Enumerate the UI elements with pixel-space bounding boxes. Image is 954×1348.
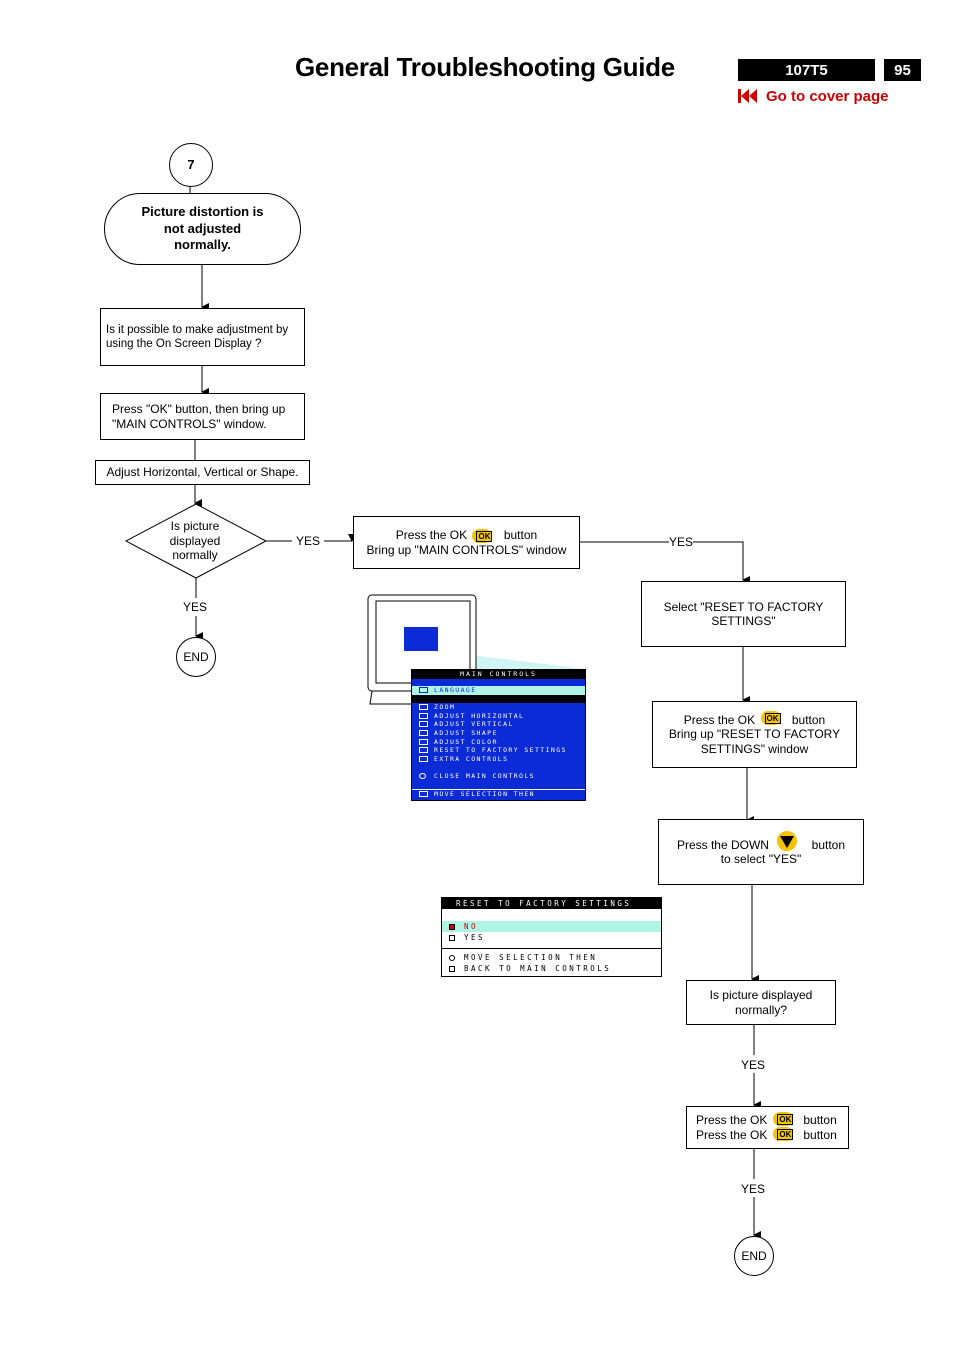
b2-line-2: SETTINGS" — [711, 614, 776, 628]
end-label-left: END — [183, 649, 209, 664]
skip-back-icon — [738, 89, 757, 103]
osd-question-line-1: Is it possible to make adjustment by — [106, 323, 289, 336]
page-title: General Troubleshooting Guide — [295, 52, 675, 82]
ok-button-icon: OK — [760, 710, 781, 725]
reset-osd-footer-2: BACK TO MAIN CONTROLS — [442, 963, 661, 974]
b2-line-1: Select "RESET TO FACTORY — [663, 599, 824, 614]
go-to-cover-link[interactable]: Go to cover page — [738, 86, 889, 106]
b5-line-2: normally? — [734, 1002, 787, 1017]
yes-label-down: YES — [183, 600, 208, 614]
reset-osd-item-no: NO — [442, 921, 661, 932]
decision-line-2: displayed — [169, 533, 221, 548]
yes-label-2: YES — [741, 1058, 766, 1072]
b3-line-3: SETTINGS" window — [700, 741, 809, 756]
osd-item-adjust-shape: ADJUST SHAPE — [412, 729, 585, 738]
down-arrow-button-icon — [777, 831, 798, 852]
osd-question-box: Is it possible to make adjustment by usin… — [100, 308, 305, 366]
b4-post: button — [811, 837, 846, 852]
reset-osd-item-yes: YES — [442, 932, 661, 943]
decision-diamond-shape — [124, 503, 268, 579]
b6-post-2: button — [803, 1127, 837, 1142]
start-line-1: Picture distortion is — [141, 204, 264, 220]
bring-up-reset-box: Press the OK OK button Bring up "RESET T… — [652, 701, 857, 768]
bring-up-main-controls-box: Press the OK OK button Bring up "MAIN CO… — [353, 516, 580, 569]
reset-osd-header: RESET TO FACTORY SETTINGS — [442, 898, 661, 909]
osd-item-close: CLOSE MAIN CONTROLS — [412, 772, 585, 781]
end-terminator-left: END — [176, 637, 216, 677]
b1-line-2: Bring up "MAIN CONTROLS" window — [366, 542, 567, 557]
press-ok-line-1: Press "OK" button, then bring up — [112, 402, 286, 416]
main-controls-osd: MAIN CONTROLS LANGUAGE ZOOM ADJUST HORIZ… — [411, 669, 586, 801]
b6-pre-2: Press the OK — [696, 1127, 768, 1142]
b3-pre: Press the OK — [683, 712, 756, 727]
osd-header: MAIN CONTROLS — [412, 670, 585, 679]
osd-item-language: LANGUAGE — [412, 686, 585, 695]
osd-item-blank — [412, 694, 585, 704]
end-label-right: END — [741, 1248, 767, 1263]
b4-line-2: to select "YES" — [720, 852, 802, 866]
osd-question-line-2: using the On Screen Display ? — [106, 338, 262, 350]
yes-label-1: YES — [669, 535, 694, 549]
adjust-text: Adjust Horizontal, Vertical or Shape. — [106, 465, 299, 480]
press-ok-line-2: "MAIN CONTROLS" window. — [112, 416, 267, 431]
osd-item-move-selection: MOVE SELECTION THEN — [412, 789, 585, 799]
b1-pre: Press the OK — [395, 527, 468, 542]
reset-osd-footer-1: MOVE SELECTION THEN — [442, 952, 661, 963]
osd-item-spacer — [412, 763, 585, 772]
osd-item-zoom: ZOOM — [412, 703, 585, 712]
b5-line-1: Is picture displayed — [709, 988, 813, 1002]
b3-line-2: Bring up "RESET TO FACTORY — [668, 727, 841, 742]
decision-line-1: Is picture — [170, 519, 220, 533]
b1-post: button — [503, 527, 538, 542]
press-down-box: Press the DOWN button to select "YES" — [658, 819, 864, 885]
ok-button-icon: OK — [773, 1111, 794, 1126]
start-line-3: normally. — [174, 237, 231, 253]
ok-button-icon: OK — [773, 1126, 794, 1141]
end-terminator-right: END — [734, 1236, 774, 1276]
step-number-circle: 7 — [169, 143, 213, 187]
b6-post-1: button — [803, 1112, 837, 1127]
press-ok-box: Press "OK" button, then bring up"MAIN CO… — [100, 393, 305, 440]
osd-item-extra-controls: EXTRA CONTROLS — [412, 755, 585, 764]
osd-item-adjust-horizontal: ADJUST HORIZONTAL — [412, 712, 585, 721]
model-badge: 107T5 — [738, 59, 875, 81]
reset-factory-osd: RESET TO FACTORY SETTINGS NO YES MOVE SE… — [441, 897, 662, 977]
page-number: 95 — [884, 59, 921, 81]
step-number: 7 — [187, 156, 195, 172]
osd-item-spacer-2 — [412, 781, 585, 790]
b6-pre-1: Press the OK — [696, 1112, 768, 1127]
b4-pre: Press the DOWN — [676, 837, 769, 852]
decision-line-3: normally — [172, 548, 218, 562]
yes-label-3: YES — [741, 1182, 766, 1196]
osd-item-adjust-vertical: ADJUST VERTICAL — [412, 720, 585, 729]
osd-item-reset: RESET TO FACTORY SETTINGS — [412, 746, 585, 755]
adjust-box: Adjust Horizontal, Vertical or Shape. — [95, 460, 310, 485]
start-line-2: not adjusted — [163, 220, 242, 236]
ok-button-icon: OK — [472, 528, 493, 543]
osd-item-adjust-color: ADJUST COLOR — [412, 738, 585, 747]
cover-link-text: Go to cover page — [766, 87, 889, 105]
yes-label-right: YES — [296, 534, 321, 548]
b3-post: button — [791, 712, 826, 727]
press-ok-twice-box: Press the OK OK button Press the OK OK butto… — [686, 1106, 849, 1149]
